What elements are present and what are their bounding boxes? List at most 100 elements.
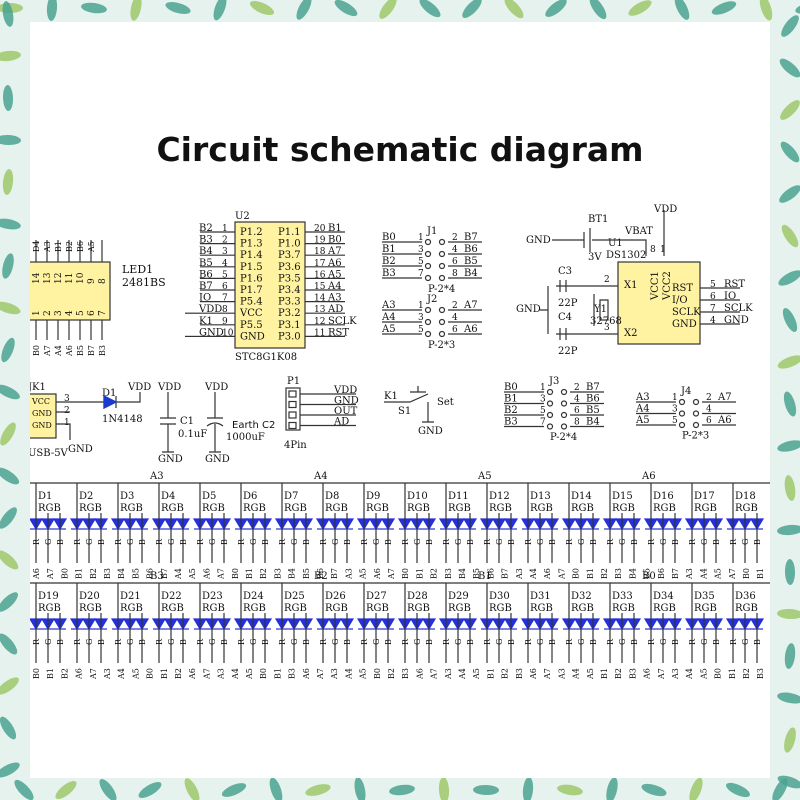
led-row1-bus-label: A5: [477, 471, 492, 482]
cap-vdd1: VDD: [157, 382, 181, 393]
led1-top-pin: 8: [98, 278, 108, 284]
j3-left-signal: B2: [504, 405, 518, 416]
led-row2-led-ref: D22: [161, 591, 182, 602]
j4-type: P-2*3: [682, 431, 709, 442]
led-row2-bottom-signal: B1: [273, 668, 282, 679]
leaf-shape: [46, 0, 58, 21]
rtc-vbat: VBAT: [624, 226, 653, 237]
led-row1-bottom-signal: A3: [344, 568, 353, 580]
leaf-shape: [777, 440, 800, 452]
led-row2-led-rgb: RGB: [571, 603, 594, 614]
u2-right-pin: 18: [314, 247, 326, 257]
led-row2-bottom-signal: A4: [231, 668, 240, 680]
led-row2-rgb-letter: B: [97, 639, 106, 645]
j3-left-pin: 3: [540, 395, 546, 405]
rtc-pin-x2: X2: [624, 328, 637, 339]
led1-top-pin: 12: [54, 273, 64, 284]
j1-left-pin: 3: [418, 245, 424, 255]
led-row1-bus-label: A3: [149, 471, 164, 482]
leaf-shape: [641, 783, 667, 797]
u2-left-signal: VDD: [198, 304, 222, 315]
rtc-right-port: GND: [672, 319, 697, 330]
cap-vdd2: VDD: [204, 382, 228, 393]
rtc-right-signal: RST: [724, 279, 745, 290]
u2-right-port: P3.0: [278, 331, 301, 342]
cap-c2: Earth C2: [232, 420, 275, 431]
led1-ref: LED1: [122, 263, 153, 276]
cap-gnd1: GND: [158, 454, 183, 465]
led-row1-rgb-letter: G: [331, 539, 340, 545]
led-row2-led-rgb: RGB: [653, 603, 676, 614]
usb-d1-part: 1N4148: [102, 414, 143, 425]
rtc-right-port: RST: [672, 283, 693, 294]
usb-ref: JK1: [30, 382, 46, 393]
led-row1-bottom-signal: A6: [543, 568, 552, 580]
led-row2-led-ref: D33: [612, 591, 633, 602]
led-row1-rgb-letter: R: [565, 538, 574, 545]
led-row1-rgb-letter: G: [659, 539, 668, 545]
rtc-right-port: I/O: [672, 295, 688, 306]
u2-left-pin: 2: [222, 236, 228, 246]
schematic-drawing: 14D413A312B111B210B69A581B02A73A44A65B56…: [30, 204, 770, 680]
led-row2-led-rgb: RGB: [284, 603, 307, 614]
led1-bottom-signal: A4: [54, 345, 63, 357]
led-row1-bottom-signal: B7: [501, 568, 510, 579]
led-row1-bottom-signal: A3: [685, 568, 694, 580]
usb-pin-num: 3: [64, 394, 70, 404]
led-row1-led-rgb: RGB: [325, 503, 348, 514]
led-row2-rgb-letter: B: [507, 639, 516, 645]
leaf-shape: [296, 0, 312, 20]
rtc-right-pin: 6: [710, 292, 716, 302]
led-row1-bus-label: A6: [641, 471, 656, 482]
u2-left-port: P1.5: [240, 262, 263, 273]
led-row1-bottom-signal: B2: [89, 568, 98, 579]
led-row2-bottom-signal: B2: [614, 668, 623, 679]
led-row2-led-rgb: RGB: [325, 603, 348, 614]
leaf-shape: [780, 100, 800, 120]
j2-right-pin: 6: [452, 325, 458, 335]
led-row2-rgb-letter: B: [261, 639, 270, 645]
led-row1-bottom-signal: B0: [401, 568, 410, 579]
j4-left-pin: 3: [672, 405, 678, 415]
u2-right-pin: 19: [314, 236, 326, 246]
leaf-shape: [269, 777, 283, 800]
led-row1-bottom-signal: A7: [46, 568, 55, 580]
rtc-num3: 3: [604, 323, 610, 333]
led-row1-led-rgb: RGB: [161, 503, 184, 514]
led-row1-bottom-signal: A5: [359, 568, 368, 580]
led-row1-rgb-letter: G: [454, 539, 463, 545]
leaf-shape: [557, 784, 583, 796]
j2-right-signal: A7: [463, 300, 478, 311]
led-row1-led-ref: D16: [653, 491, 674, 502]
u2-right-signal: B1: [328, 223, 342, 234]
leaf-shape: [784, 475, 796, 501]
led-row2-bottom-signal: B0: [146, 668, 155, 679]
led1-bottom-pin: 5: [76, 310, 86, 316]
leaf-shape: [0, 50, 21, 62]
u2-left-pin: 4: [222, 259, 228, 269]
led-row2-rgb-letter: B: [302, 639, 311, 645]
led-row1-rgb-letter: R: [729, 538, 738, 545]
led-row2-led-rgb: RGB: [530, 603, 553, 614]
led-row2-bottom-signal: B2: [501, 668, 510, 679]
led-row2-bottom-signal: A5: [472, 668, 481, 680]
leaf-shape: [0, 762, 20, 778]
j3-right-signal: B4: [586, 417, 600, 428]
led-row2-rgb-letter: G: [577, 639, 586, 645]
leaf-shape: [55, 780, 77, 800]
led-row1-rgb-letter: G: [536, 539, 545, 545]
rtc-u1: U1: [608, 238, 623, 249]
u2-left-port: P1.4: [240, 250, 263, 261]
led-row1-rgb-letter: R: [278, 538, 287, 545]
leaf-shape: [1, 337, 15, 363]
led-row2-rgb-letter: R: [442, 638, 451, 645]
led-row1-rgb-letter: B: [384, 539, 393, 545]
j3-right-pin: 6: [574, 406, 580, 416]
leaf-shape: [462, 0, 482, 18]
led-row1-bottom-signal: A7: [217, 568, 226, 580]
u2-left-signal: IO: [199, 293, 211, 304]
